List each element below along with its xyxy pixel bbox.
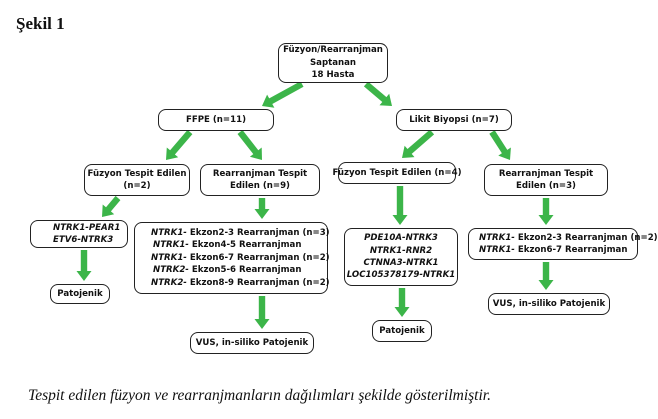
arrow-ffpe-fusion-to-list (102, 195, 121, 217)
liquid-biopsy-label: Likit Biyopsi (n=7) (409, 114, 499, 125)
list-item: NTRK1- Ekzon6-7 Rearranjman (n=2) (151, 252, 330, 263)
ffpe-fusion-line: (n=2) (123, 181, 151, 191)
fusion-gene: CTNNA3-NTRK1 (363, 258, 439, 268)
arrow-ffpe-rearrangement-to-list (254, 198, 270, 219)
list-item: NTRK2- Ekzon8-9 Rearranjman (n=2) (151, 277, 330, 288)
ffpe-rearrangement-line: Edilen (n=9) (229, 181, 290, 191)
list-item: NTRK1- Ekzon2-3 Rearranjman (n=2) (479, 232, 658, 243)
fusion-gene: NTRK1-RNR2 (369, 245, 433, 256)
root-node: Füzyon/Rearranjman Saptanan 18 Hasta (278, 43, 388, 83)
outcome-label: Patojenik (379, 325, 425, 336)
arrow-root-to-ffpe (262, 81, 304, 108)
arrow-liquid-to-rearrangement (489, 130, 511, 160)
arrow-liquid-to-fusion (402, 129, 435, 158)
liquid-fusion-node: Füzyon Tespit Edilen (n=4) (332, 162, 462, 184)
root-line: Füzyon/Rearranjman (283, 45, 383, 56)
arrow-ffpe-to-rearrangement (237, 130, 262, 160)
liquid-rearrangement-node: Rearranjman Tespit Edilen (n=3) (484, 164, 608, 196)
arrow-liquid-fusion-to-outcome (394, 288, 410, 317)
ffpe-fusion-line: Füzyon Tespit Edilen (87, 168, 187, 179)
fusion-gene: NTRK1-PEAR1 (53, 222, 121, 233)
liquid-fusion-label: Füzyon Tespit Edilen (n=4) (332, 167, 462, 178)
list-item: NTRK1- Ekzon4-5 Rearranjman (153, 240, 302, 251)
liquid-rearrangement-outcome: VUS, in-siliko Patojenik (488, 293, 610, 315)
ffpe-rearrangement-list: NTRK1- Ekzon2-3 Rearranjman (n=3) NTRK1-… (134, 222, 330, 294)
ffpe-rearrangement-line: Rearranjman Tespit (212, 168, 308, 179)
root-line: 18 Hasta (311, 70, 355, 81)
ffpe-fusion-outcome: Patojenik (50, 284, 110, 304)
ffpe-fusion-list: NTRK1-PEAR1 ETV6-NTRK3 (30, 220, 128, 248)
outcome-label: VUS, in-siliko Patojenik (195, 337, 309, 348)
liquid-fusion-outcome: Patojenik (372, 320, 432, 342)
ffpe-node: FFPE (n=11) (158, 109, 274, 131)
ffpe-rearrangement-outcome: VUS, in-siliko Patojenik (190, 332, 314, 354)
arrow-liquid-fusion-to-list (392, 186, 408, 225)
liquid-fusion-list: PDE10A-NTRK3 NTRK1-RNR2 CTNNA3-NTRK1 LOC… (344, 228, 458, 286)
arrow-liquid-rearrangement-to-list (538, 198, 554, 225)
fusion-gene: PDE10A-NTRK3 (364, 233, 438, 244)
ffpe-label: FFPE (n=11) (185, 114, 247, 125)
figure-label: Şekil 1 (16, 14, 65, 33)
outcome-label: VUS, in-siliko Patojenik (492, 298, 606, 309)
liquid-rearrangement-list: NTRK1- Ekzon2-3 Rearranjman (n=2) NTRK1-… (468, 228, 658, 260)
list-item: NTRK1- Ekzon2-3 Rearranjman (n=3) (151, 227, 330, 238)
list-item: NTRK2- Ekzon5-6 Rearranjman (153, 265, 302, 276)
arrow-ffpe-to-fusion (166, 129, 193, 160)
arrow-ffpe-fusion-to-outcome (76, 250, 92, 281)
arrow-root-to-liquid (363, 81, 392, 106)
ffpe-rearrangement-node: Rearranjman Tespit Edilen (n=9) (200, 164, 320, 196)
fusion-gene: LOC105378179-NTRK1 (346, 270, 456, 281)
arrow-ffpe-rearrangement-to-outcome (254, 296, 270, 329)
liquid-rearrangement-line: Edilen (n=3) (515, 181, 576, 191)
root-line: Saptanan (309, 57, 357, 68)
arrow-liquid-rearrangement-to-outcome (538, 262, 554, 290)
figure-caption: Tespit edilen füzyon ve rearranjmanların… (28, 387, 491, 404)
liquid-rearrangement-line: Rearranjman Tespit (498, 168, 594, 179)
list-item: NTRK1- Ekzon6-7 Rearranjman (479, 245, 628, 255)
fusion-gene: ETV6-NTRK3 (53, 235, 114, 245)
ffpe-fusion-node: Füzyon Tespit Edilen (n=2) (84, 164, 190, 196)
outcome-label: Patojenik (57, 288, 103, 299)
liquid-biopsy-node: Likit Biyopsi (n=7) (396, 109, 512, 131)
